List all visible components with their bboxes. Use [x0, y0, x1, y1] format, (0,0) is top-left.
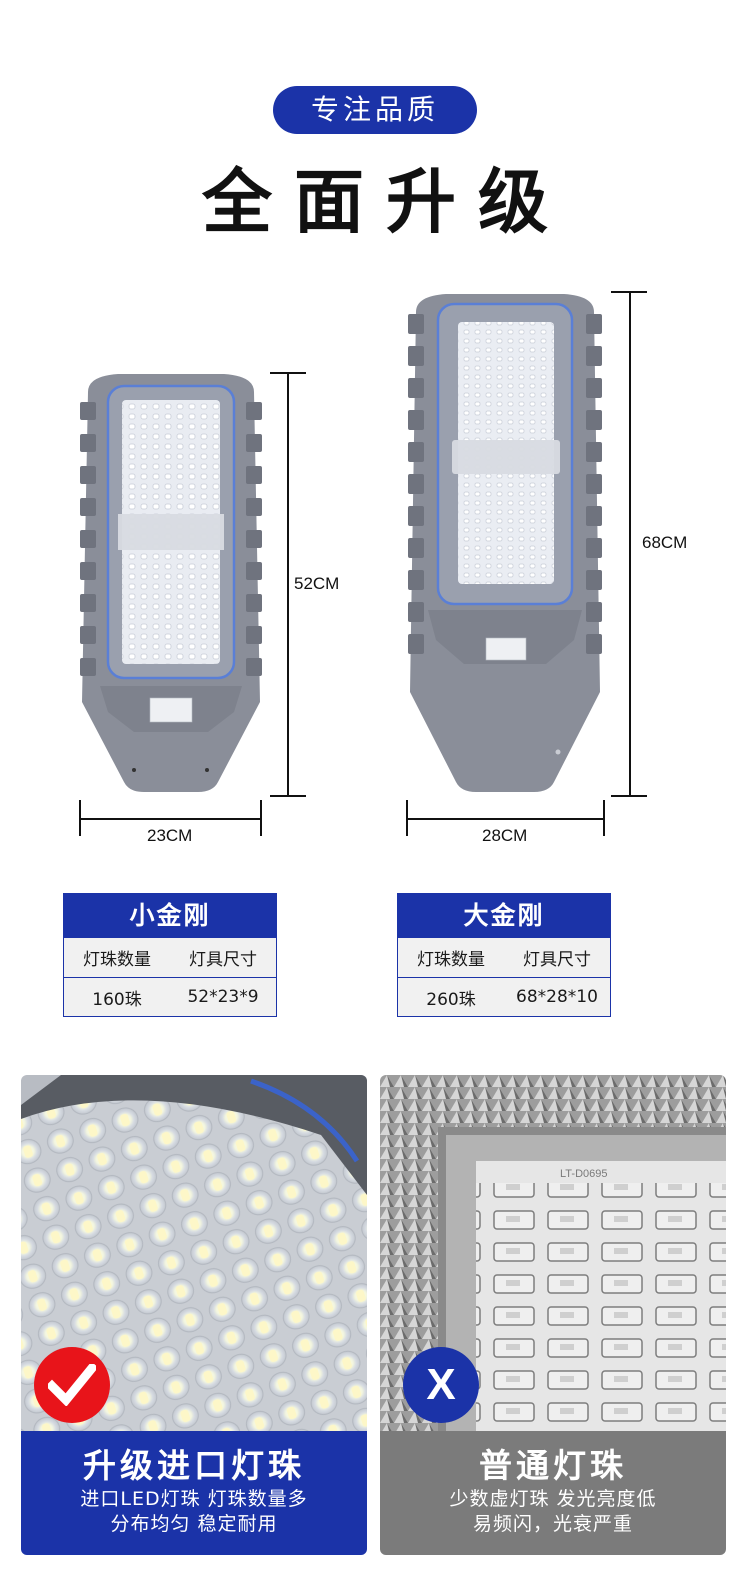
- spec-table-title: 大金刚: [398, 894, 610, 938]
- value-fixture-size: 52*23*9: [187, 987, 259, 1007]
- upgraded-led-title: 升级进口灯珠: [83, 1446, 305, 1485]
- header-fixture-size: 灯具尺寸: [189, 950, 257, 970]
- chip-label: LT-D0695: [560, 1168, 608, 1180]
- header-bead-count: 灯珠数量: [417, 950, 485, 970]
- upgraded-led-photo: [21, 1075, 367, 1431]
- checkmark-badge: [34, 1347, 110, 1423]
- width-label: 28CM: [482, 826, 528, 845]
- checkmark-icon: [48, 1364, 96, 1406]
- height-tick-bottom: [611, 795, 647, 797]
- spec-table-small: 小金刚 灯珠数量 灯具尺寸 160珠 52*23*9: [63, 893, 277, 1017]
- spec-table-large: 大金刚 灯珠数量 灯具尺寸 260珠 68*28*10: [397, 893, 611, 1017]
- value-bead-count: 160珠: [92, 989, 142, 1010]
- ordinary-led-desc-line1: 少数虚灯珠 发光亮度低: [449, 1488, 657, 1510]
- page-headline: 全面升级: [202, 161, 570, 243]
- value-fixture-size: 68*28*10: [516, 987, 598, 1007]
- upgraded-led-desc-line2: 分布均匀 稳定耐用: [110, 1513, 278, 1535]
- width-line: [406, 818, 604, 820]
- upgraded-led-card: 升级进口灯珠 进口LED灯珠 灯珠数量多 分布均匀 稳定耐用: [21, 1075, 367, 1555]
- height-line: [629, 291, 631, 796]
- height-line: [287, 372, 289, 796]
- upgraded-led-caption: 升级进口灯珠 进口LED灯珠 灯珠数量多 分布均匀 稳定耐用: [21, 1431, 367, 1555]
- large-lamp-image: [406, 292, 604, 796]
- x-badge: X: [403, 1347, 479, 1423]
- small-lamp-image: [78, 372, 264, 796]
- spec-table-header-row: 灯珠数量 灯具尺寸: [398, 938, 610, 977]
- ordinary-led-title: 普通灯珠: [479, 1446, 627, 1485]
- width-line: [79, 818, 261, 820]
- header-bead-count: 灯珠数量: [83, 950, 151, 970]
- width-tick-right: [260, 800, 262, 836]
- x-icon: X: [426, 1360, 456, 1409]
- spec-table-value-row: 260珠 68*28*10: [398, 977, 610, 1016]
- height-tick-bottom: [270, 795, 306, 797]
- ordinary-led-card: LT-D0695 X 普通灯珠 少数虚灯珠 发光亮度低 易频闪，光衰严重: [380, 1075, 726, 1555]
- upgraded-led-desc-line1: 进口LED灯珠 灯珠数量多: [80, 1488, 308, 1510]
- ordinary-led-caption: 普通灯珠 少数虚灯珠 发光亮度低 易频闪，光衰严重: [380, 1431, 726, 1555]
- ordinary-led-desc-line2: 易频闪，光衰严重: [472, 1513, 633, 1535]
- width-tick-right: [603, 800, 605, 836]
- spec-table-header-row: 灯珠数量 灯具尺寸: [64, 938, 276, 977]
- spec-table-value-row: 160珠 52*23*9: [64, 977, 276, 1016]
- value-bead-count: 260珠: [426, 989, 476, 1010]
- header-fixture-size: 灯具尺寸: [523, 950, 591, 970]
- spec-table-title: 小金刚: [64, 894, 276, 938]
- width-label: 23CM: [147, 826, 193, 845]
- quality-tag: 专注品质: [273, 86, 477, 134]
- height-label: 68CM: [642, 533, 688, 552]
- height-label: 52CM: [294, 574, 340, 593]
- ordinary-led-photo: LT-D0695: [380, 1075, 726, 1447]
